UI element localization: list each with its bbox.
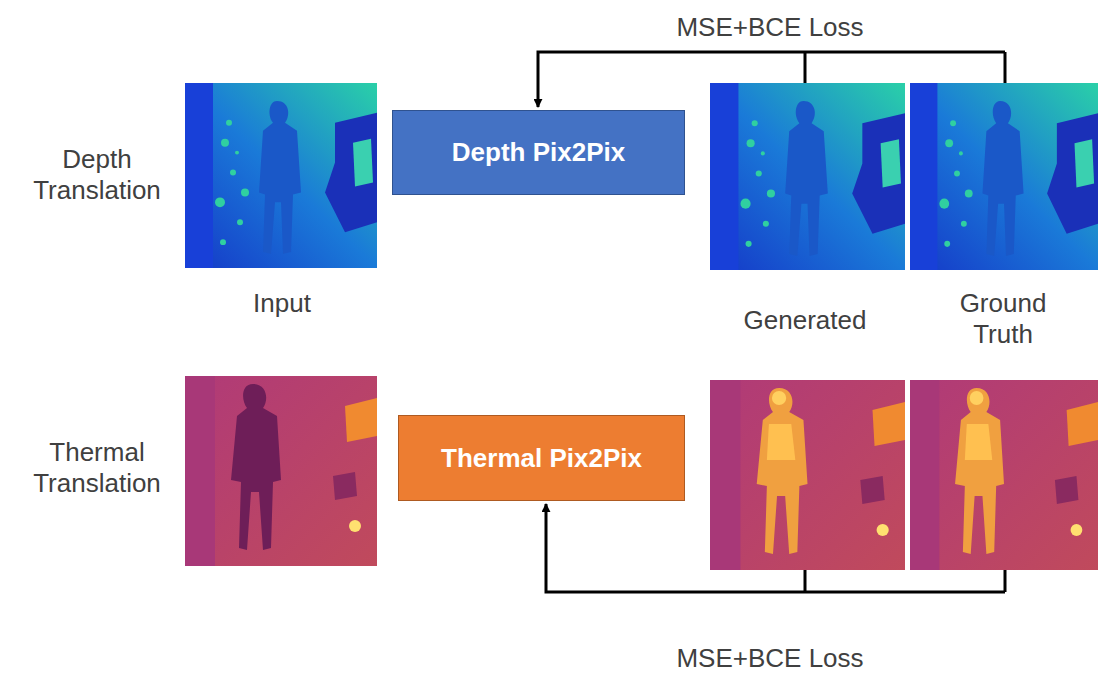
row-label: Thermal Translation (12, 437, 182, 499)
box-label: Thermal Pix2Pix (441, 443, 642, 474)
column-label: Generated (725, 305, 885, 336)
box-label: Depth Pix2Pix (452, 137, 625, 168)
column-label: Input (202, 288, 362, 319)
process-box: Depth Pix2Pix (392, 110, 685, 195)
process-box: Thermal Pix2Pix (398, 415, 685, 501)
loss-label: MSE+BCE Loss (640, 12, 900, 43)
loss-label: MSE+BCE Loss (640, 643, 900, 674)
column-label: Ground Truth (938, 288, 1068, 350)
row-label: Depth Translation (12, 144, 182, 206)
